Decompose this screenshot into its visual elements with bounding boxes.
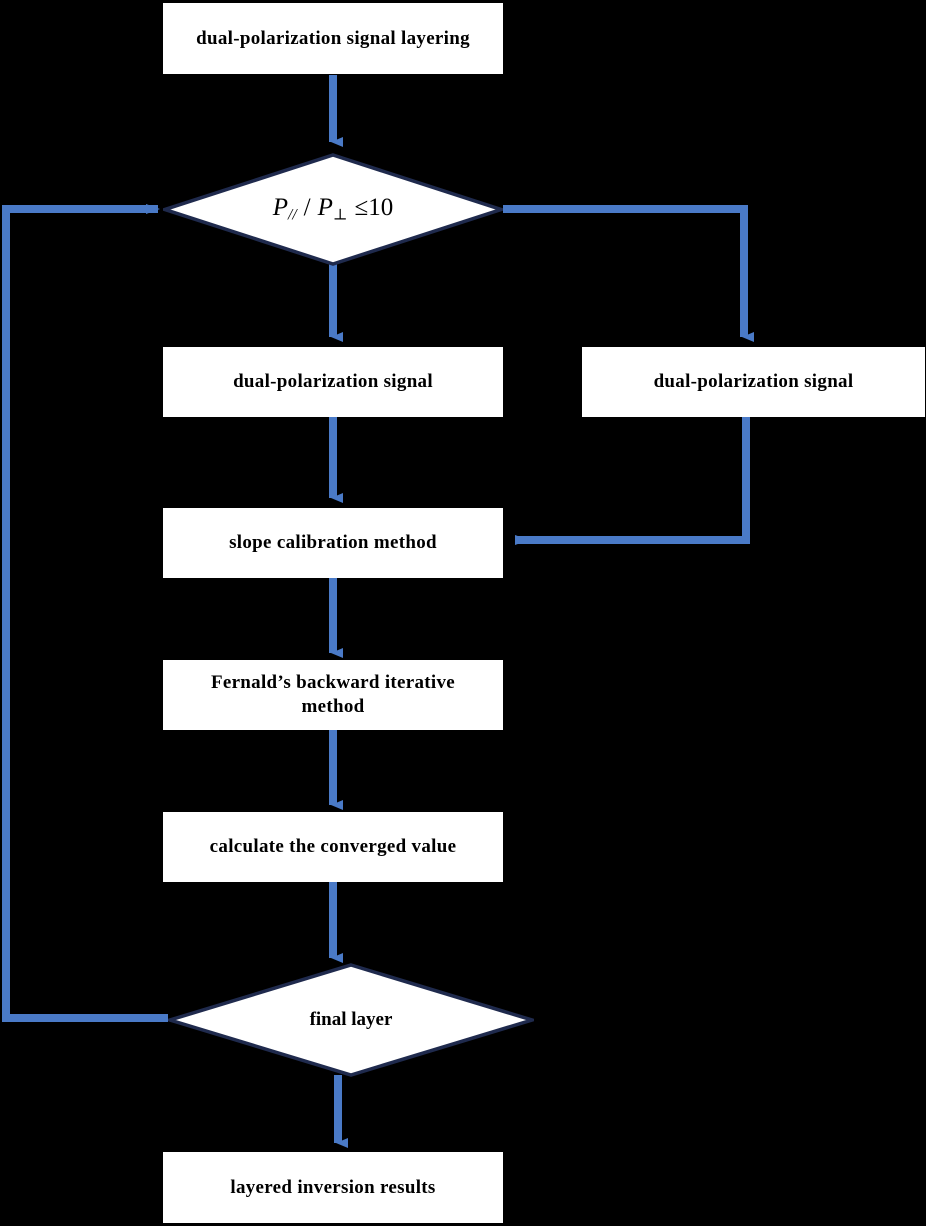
node-dual-polarization-signal-layering[interactable]: dual-polarization signal layering xyxy=(163,3,503,74)
diamond-shape xyxy=(168,963,534,1077)
node-dual-polarization-signal-left[interactable]: dual-polarization signal xyxy=(163,347,503,417)
node-label: layered inversion results xyxy=(230,1176,436,1198)
diamond-shape xyxy=(163,153,503,266)
node-label: calculate the converged value xyxy=(209,836,457,858)
node-layered-inversion-results[interactable]: layered inversion results xyxy=(163,1152,503,1223)
connector-signal-right-to-slope xyxy=(515,415,750,545)
node-final-layer-decision[interactable]: final layer xyxy=(168,963,534,1077)
node-ratio-decision[interactable]: P///P⊥≤10 xyxy=(163,153,503,266)
node-label: dual-polarization signal xyxy=(233,371,433,393)
node-dual-polarization-signal-right[interactable]: dual-polarization signal xyxy=(582,347,925,417)
node-label: dual-polarization signal xyxy=(653,371,854,393)
node-label: slope calibration method xyxy=(229,532,437,554)
node-calculate-converged-value[interactable]: calculate the converged value xyxy=(163,812,503,882)
connector-decision-to-signal-right xyxy=(503,205,754,342)
connector-final-layer-feedback xyxy=(2,204,168,1022)
node-fernald-backward-iterative-method[interactable]: Fernald’s backward iterative method xyxy=(163,660,503,730)
node-label: dual-polarization signal layering xyxy=(196,27,470,49)
node-slope-calibration-method[interactable]: slope calibration method xyxy=(163,508,503,578)
node-label: Fernald’s backward iterative method xyxy=(210,672,456,717)
